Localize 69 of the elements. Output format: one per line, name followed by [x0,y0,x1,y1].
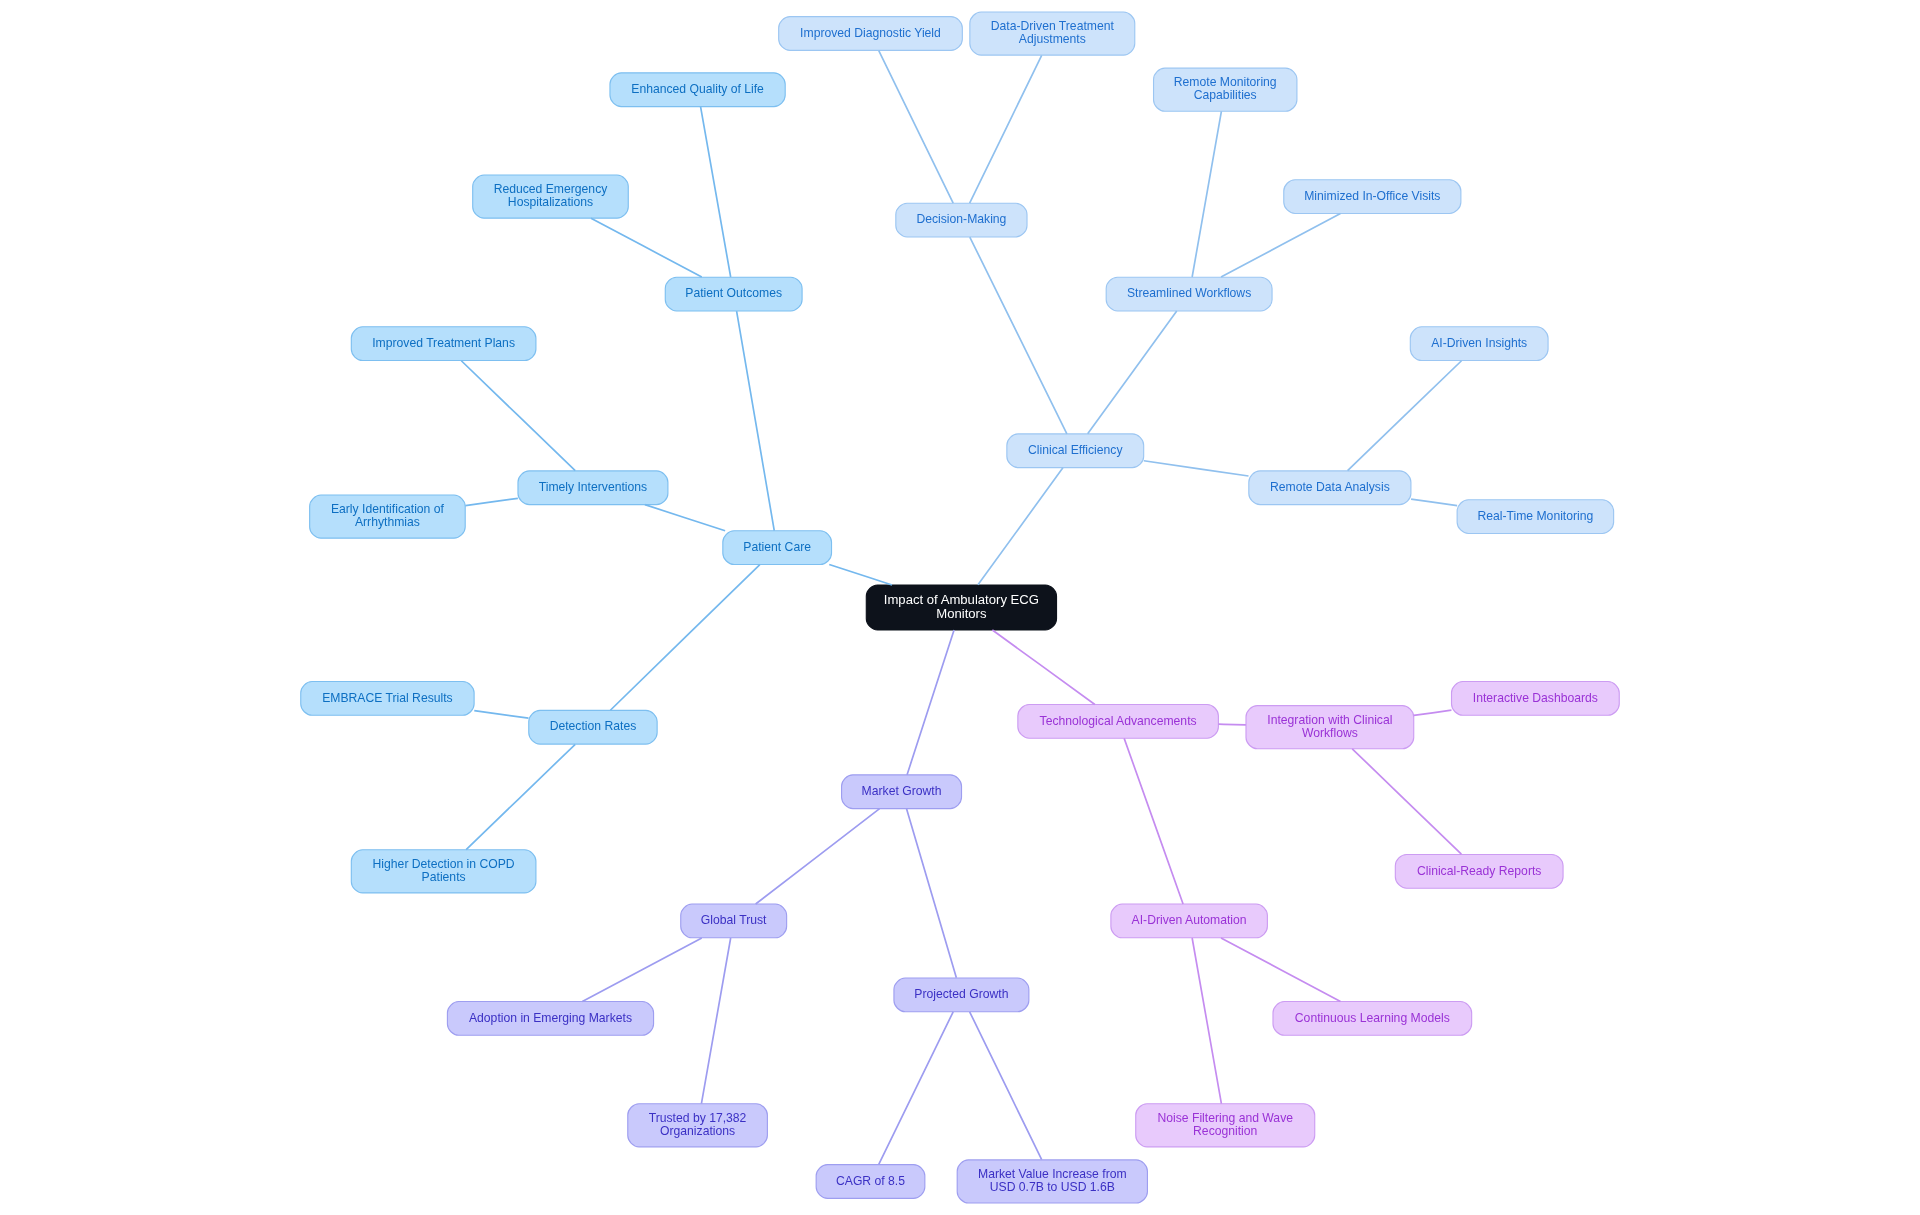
node-box: AI-Driven Insights [1409,326,1549,362]
node-box: Impact of Ambulatory ECG Monitors [865,584,1058,631]
node-box: Improved Treatment Plans [350,326,537,362]
connector [968,54,1043,205]
node-box: Detection Rates [528,709,658,745]
connector [977,466,1064,586]
node-box: Technological Advancements [1017,703,1219,739]
node-box: Streamlined Workflows [1105,276,1273,312]
connector [1191,937,1223,1105]
connector [1143,459,1250,477]
node-box: Adoption in Emerging Markets [446,1001,655,1036]
node-box: Patient Outcomes [664,276,803,312]
node-box: Enhanced Quality of Life [609,72,786,108]
connector [464,497,519,507]
node-box: Patient Care [722,530,833,566]
connector [754,807,881,905]
connector [991,629,1096,706]
node-box: Reduced Emergency Hospitalizations [472,174,629,219]
connector [1351,747,1463,855]
node-box: Early Identification of Arrhythmias [309,494,466,539]
node-box: EMBRACE Trial Results [300,681,475,716]
node-box: Data-Driven Treatment Adjustments [969,11,1136,56]
connector [877,49,955,205]
connector [1123,737,1184,905]
node-box: CAGR of 8.5 [815,1164,926,1199]
connector [828,563,893,586]
connector [1217,723,1247,726]
node-box: Noise Filtering and Wave Recognition [1135,1103,1316,1148]
connector [465,743,577,851]
connector [581,937,703,1003]
node-box: Clinical-Ready Reports [1394,853,1564,889]
connector [877,1010,955,1166]
node-box: Minimized In-Office Visits [1283,179,1462,214]
connector [1346,359,1463,472]
node-box: Continuous Learning Models [1272,1001,1473,1036]
node-box: Integration with Clinical Workflows [1245,705,1415,750]
connector [968,236,1068,435]
connector [590,217,703,278]
node-box: Decision-Making [895,202,1028,238]
connector [1191,110,1223,278]
node-box: Market Growth [841,774,963,810]
node-box: Trusted by 17,382 Organizations [627,1103,768,1148]
node-box: Higher Detection in COPD Patients [350,849,537,894]
node-box: Clinical Efficiency [1006,433,1145,469]
connector [460,359,577,472]
connector [906,629,955,776]
connector [700,937,732,1105]
node-box: AI-Driven Automation [1110,903,1268,939]
connector [699,105,732,278]
node-box: Improved Diagnostic Yield [778,16,963,51]
connector [905,807,958,979]
node-box: Projected Growth [893,977,1030,1013]
connector [473,709,530,720]
connector [1220,937,1342,1003]
connector [735,310,776,532]
connector [609,563,761,712]
connector [968,1010,1043,1161]
node-box: Timely Interventions [517,470,669,506]
node-box: Real-Time Monitoring [1456,499,1615,534]
node-box: Interactive Dashboards [1450,681,1620,716]
connector [1220,212,1342,278]
connector [1412,709,1453,717]
connector [1410,498,1458,507]
connector [1086,310,1178,435]
node-box: Remote Monitoring Capabilities [1153,67,1298,112]
node-box: Remote Data Analysis [1248,470,1412,506]
connector [644,503,726,532]
node-box: Global Trust [680,903,788,939]
node-box: Market Value Increase from USD 0.7B to USD 1.6B [956,1159,1148,1204]
